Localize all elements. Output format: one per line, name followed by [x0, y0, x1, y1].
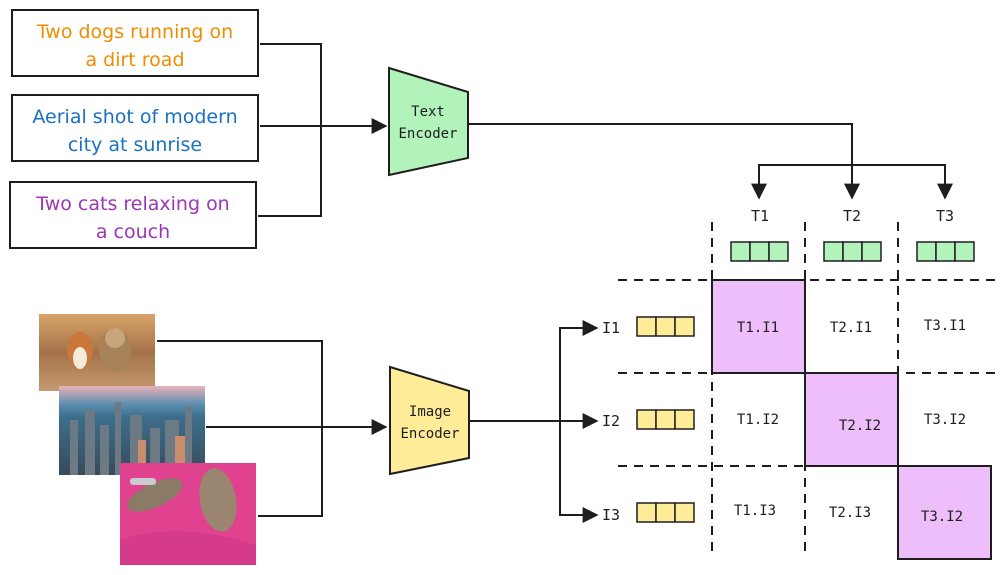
matrix-cell-r1-c1: T1.I1: [737, 320, 779, 336]
matrix-cell-r3-c1: T1.I3: [734, 503, 776, 519]
caption-connectors: [258, 43, 388, 217]
matrix-cell-r2-c1: T1.I2: [737, 412, 779, 428]
text-embedding-vector-t2: [823, 241, 882, 262]
image-encoder-label-line2: Encoder: [400, 426, 459, 442]
text-encoder-output: [468, 123, 953, 200]
image-embedding-label-i1: I1: [602, 319, 620, 337]
image-encoder: Image Encoder: [389, 365, 470, 476]
caption-dogs-line1: Two dogs running on: [36, 21, 233, 43]
text-embedding-label-t2: T2: [843, 207, 861, 225]
city-photo: [59, 386, 205, 475]
matrix-grid: [618, 222, 1000, 552]
matrix-cell-r3-c2: T2.I3: [829, 505, 871, 521]
caption-city-line1: Aerial shot of modern: [32, 106, 237, 128]
image-embedding-label-i3: I3: [602, 506, 620, 524]
image-embedding-vector-i3: [636, 502, 695, 523]
image-embedding-vector-i1: [636, 316, 695, 337]
image-encoder-output: [469, 320, 599, 523]
caption-box-city: Aerial shot of modern city at sunrise: [11, 94, 259, 162]
text-encoder: Text Encoder: [388, 66, 469, 177]
caption-city-line2: city at sunrise: [68, 134, 202, 156]
text-embedding-vector-t1: [730, 241, 789, 262]
matrix-labels: T1.I1 T2.I1 T3.I1 T1.I2 T2.I2 T3.I2 T1.I…: [734, 318, 966, 525]
matrix-cell-r2-c2: T2.I2: [839, 418, 881, 434]
text-embedding-vector-t3: [916, 241, 975, 262]
text-encoder-label-line1: Text: [411, 104, 445, 120]
image-embedding-label-i2: I2: [602, 412, 620, 430]
cats-photo: [120, 463, 256, 565]
text-embedding-label-t1: T1: [751, 207, 769, 225]
image-embedding-vector-i2: [636, 409, 695, 430]
matrix-cell-diagonal-3: [897, 465, 992, 560]
matrix-cell-r2-c3: T3.I2: [924, 412, 966, 428]
caption-box-dogs: Two dogs running on a dirt road: [11, 9, 259, 77]
caption-cats-line1: Two cats relaxing on: [35, 193, 229, 215]
matrix-cell-r3-c3: T3.I2: [921, 509, 963, 525]
matrix-cell-r1-c3: T3.I1: [924, 318, 966, 334]
text-encoder-label-line2: Encoder: [398, 126, 457, 142]
text-embedding-label-t3: T3: [936, 207, 954, 225]
dogs-photo: [39, 314, 155, 391]
image-encoder-label-line1: Image: [409, 404, 451, 420]
matrix-cell-r1-c2: T2.I1: [830, 320, 872, 336]
caption-box-cats: Two cats relaxing on a couch: [9, 181, 257, 249]
caption-dogs-line2: a dirt road: [85, 49, 184, 71]
image-connectors: [157, 340, 388, 517]
caption-cats-line2: a couch: [96, 221, 170, 243]
